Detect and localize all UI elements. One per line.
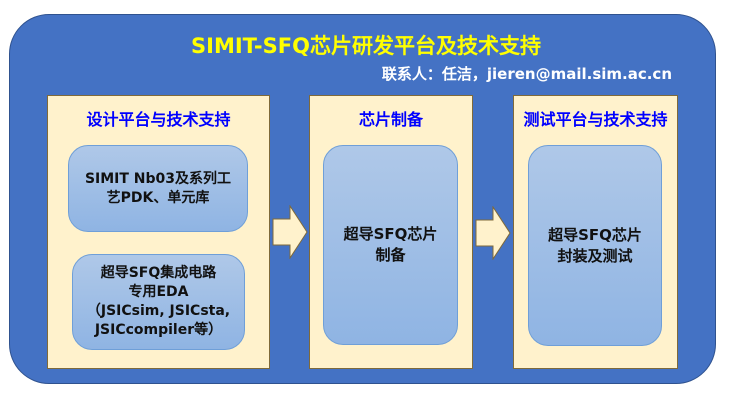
box-text: 专用EDA	[128, 284, 189, 300]
box-text: （JSICsim, JSICsta,	[86, 303, 231, 319]
page-title: SIMIT-SFQ芯片研发平台及技术支持	[191, 34, 541, 58]
box-text: 超导SFQ芯片	[343, 225, 438, 243]
box-fabrication: 超导SFQ芯片制备	[323, 145, 458, 345]
box-text: 封装及测试	[557, 246, 633, 265]
box-pdk: SIMIT Nb03及系列工艺PDK、单元库	[68, 145, 248, 232]
box-text: SIMIT Nb03及系列工	[84, 170, 232, 187]
box-text: 超导SFQ集成电路	[100, 265, 217, 281]
box-text: 制备	[375, 246, 406, 264]
box-text: 艺PDK、单元库	[106, 189, 210, 206]
arrow-right-icon	[272, 205, 308, 259]
panel-title: 芯片制备	[358, 110, 423, 129]
box-text: 超导SFQ芯片	[548, 225, 642, 244]
panel-title: 设计平台与技术支持	[86, 110, 231, 129]
arrow-right-icon	[475, 206, 511, 260]
box-testing: 超导SFQ芯片封装及测试	[528, 145, 662, 346]
box-eda: 超导SFQ集成电路专用EDA （JSICsim, JSICsta, JSICcomp…	[72, 254, 245, 350]
panel-title: 测试平台与技术支持	[523, 110, 668, 129]
contact-info: 联系人：任洁，jieren@mail.sim.ac.cn	[381, 65, 672, 83]
box-text: JSICcompiler等）	[94, 322, 223, 338]
